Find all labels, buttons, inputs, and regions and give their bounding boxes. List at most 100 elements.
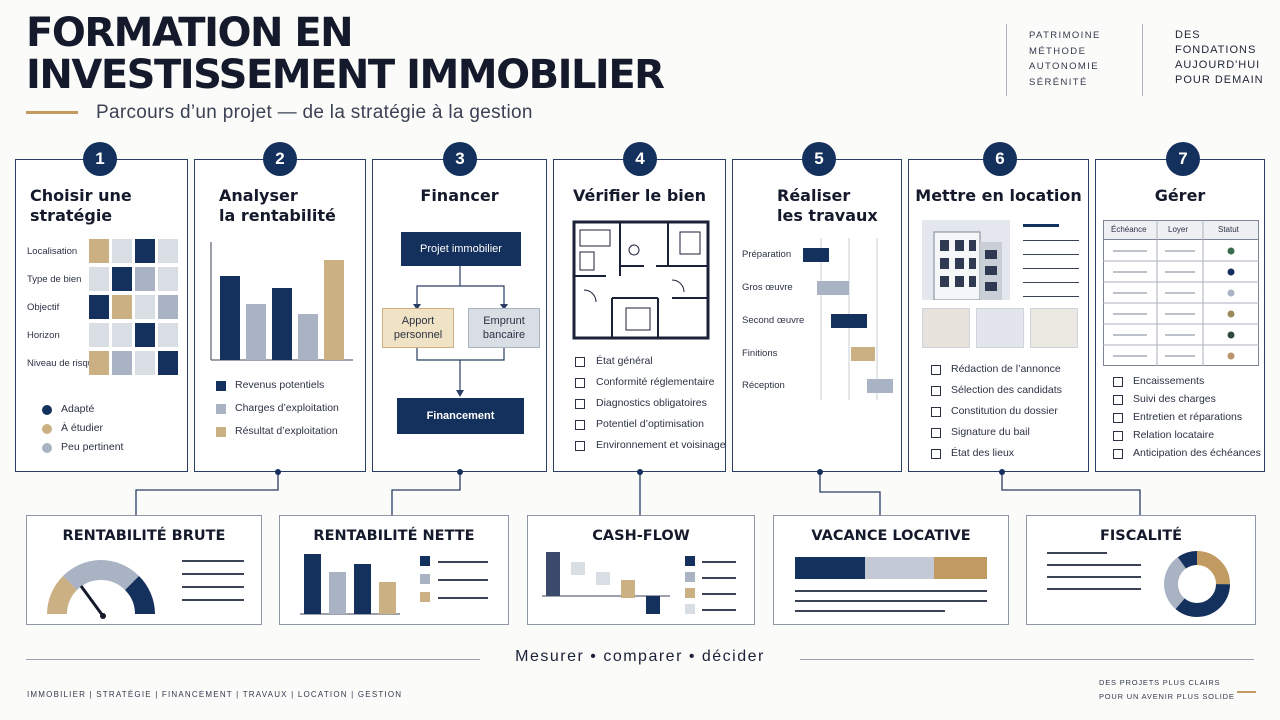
checkbox-icon xyxy=(1113,449,1123,459)
criteria-label: Localisation xyxy=(27,246,78,257)
footer-right-line: POUR UN AVENIR PLUS SOLIDE xyxy=(1099,692,1235,701)
text-line xyxy=(182,573,244,575)
phase-label: Gros œuvre xyxy=(742,282,793,293)
keywords-list: PATRIMOINE MÉTHODE AUTONOMIE SÉRÉNITÉ xyxy=(1006,24,1101,96)
check-item: Conformité réglementaire xyxy=(596,376,715,388)
subtitle-accent xyxy=(26,111,78,114)
room-photo xyxy=(976,308,1024,348)
box-line: Apport xyxy=(401,315,435,327)
text-line xyxy=(1023,240,1079,241)
check-item: Rédaction de l’annonce xyxy=(951,363,1061,375)
box-line: bancaire xyxy=(482,329,526,341)
matrix-cell xyxy=(89,323,109,347)
text-line xyxy=(1023,296,1079,297)
legend-label: Résultat d’exploitation xyxy=(235,425,338,437)
building-photo-icon xyxy=(922,220,1010,300)
text-line xyxy=(1023,224,1059,227)
matrix-cell xyxy=(112,323,132,347)
step-card-verify: Vérifier le bien État général Conformité… xyxy=(553,159,726,472)
legend-swatch xyxy=(685,604,695,614)
matrix-cell xyxy=(135,295,155,319)
table-header: Statut xyxy=(1218,225,1239,234)
check-item: Suivi des charges xyxy=(1133,393,1216,405)
floor-plan xyxy=(572,220,710,340)
listing-lines xyxy=(1023,224,1079,304)
checkbox-icon xyxy=(1113,431,1123,441)
check-item: Environnement et voisinage xyxy=(596,439,726,451)
footer-accent xyxy=(1237,691,1256,693)
text-line xyxy=(702,577,736,579)
matrix-cell xyxy=(158,239,178,263)
step-title-line: Réaliser xyxy=(777,186,851,205)
criteria-label: Horizon xyxy=(27,330,60,341)
text-line xyxy=(438,597,488,599)
checkbox-icon xyxy=(575,378,585,388)
text-line xyxy=(1023,282,1079,283)
text-line xyxy=(702,609,736,611)
text-line xyxy=(182,560,244,562)
checkbox-icon xyxy=(1113,413,1123,423)
matrix-cell xyxy=(89,351,109,375)
title-line-1: FORMATION EN xyxy=(26,10,354,56)
keyword: PATRIMOINE xyxy=(1029,30,1101,41)
matrix-cell xyxy=(158,351,178,375)
text-line xyxy=(438,561,488,563)
vacancy-bar-gray xyxy=(865,557,934,579)
metric-gross-yield: RENTABILITÉ BRUTE xyxy=(26,515,262,625)
step-title-line: Choisir une xyxy=(30,186,132,205)
text-line xyxy=(702,561,736,563)
metric-title: RENTABILITÉ NETTE xyxy=(313,528,475,544)
matrix-cell xyxy=(158,267,178,291)
metric-net-yield: RENTABILITÉ NETTE xyxy=(279,515,509,625)
legend-dot xyxy=(42,424,52,434)
step-title-line: Analyser xyxy=(219,186,298,205)
bottom-rule-right xyxy=(800,659,1254,660)
step-number-1: 1 xyxy=(83,142,117,176)
text-line xyxy=(795,610,945,612)
financing-arrows xyxy=(413,266,508,397)
header-tagline: DES FONDATIONS AUJOURD'HUI POUR DEMAIN xyxy=(1142,24,1264,96)
footer-right: DES PROJETS PLUS CLAIRS POUR UN AVENIR P… xyxy=(1099,676,1235,704)
check-item: Relation locataire xyxy=(1133,429,1215,441)
criteria-matrix xyxy=(89,239,181,379)
legend-swatch xyxy=(216,381,226,391)
metric-title: CASH-FLOW xyxy=(592,528,690,544)
bottom-tagline: Mesurer • comparer • décider xyxy=(515,648,765,665)
check-item: Potentiel d’optimisation xyxy=(596,418,704,430)
matrix-cell xyxy=(135,351,155,375)
step-title: Financer xyxy=(420,186,499,205)
cash-flow-waterfall xyxy=(542,552,670,614)
project-box: Projet immobilier xyxy=(401,232,521,266)
checkbox-icon xyxy=(931,386,941,396)
matrix-cell xyxy=(89,295,109,319)
legend-swatch xyxy=(216,427,226,437)
matrix-cell xyxy=(89,239,109,263)
legend-label: Revenus potentiels xyxy=(235,379,325,391)
step-number-5: 5 xyxy=(802,142,836,176)
financing-box: Financement xyxy=(397,398,524,434)
footer-categories: IMMOBILIER | STRATÉGIE | FINANCEMENT | T… xyxy=(27,690,403,699)
text-line xyxy=(182,599,244,601)
metric-title: FISCALITÉ xyxy=(1099,528,1183,544)
legend-swatch xyxy=(685,556,695,566)
step-title: Mettre en location xyxy=(915,186,1082,205)
step-number-7: 7 xyxy=(1166,142,1200,176)
step-title: Analyser la rentabilité xyxy=(219,186,336,226)
tagline-line: POUR DEMAIN xyxy=(1175,74,1264,86)
profitability-bar-chart xyxy=(210,242,353,361)
keyword: SÉRÉNITÉ xyxy=(1029,76,1088,88)
room-photo xyxy=(1030,308,1078,348)
tagline-line: DES xyxy=(1175,29,1201,41)
works-gantt xyxy=(803,238,893,400)
step-title-line: les travaux xyxy=(777,206,878,225)
step-title-line: la rentabilité xyxy=(219,206,336,225)
box-line: Emprunt xyxy=(483,315,525,327)
text-line xyxy=(1047,564,1141,566)
step-number-4: 4 xyxy=(623,142,657,176)
text-line xyxy=(1047,552,1107,554)
text-line xyxy=(1023,254,1079,255)
page-subtitle: Parcours d’un projet — de la stratégie à… xyxy=(96,102,533,123)
checkbox-icon xyxy=(575,357,585,367)
check-item: Encaissements xyxy=(1133,375,1205,387)
keyword: MÉTHODE xyxy=(1029,45,1087,57)
